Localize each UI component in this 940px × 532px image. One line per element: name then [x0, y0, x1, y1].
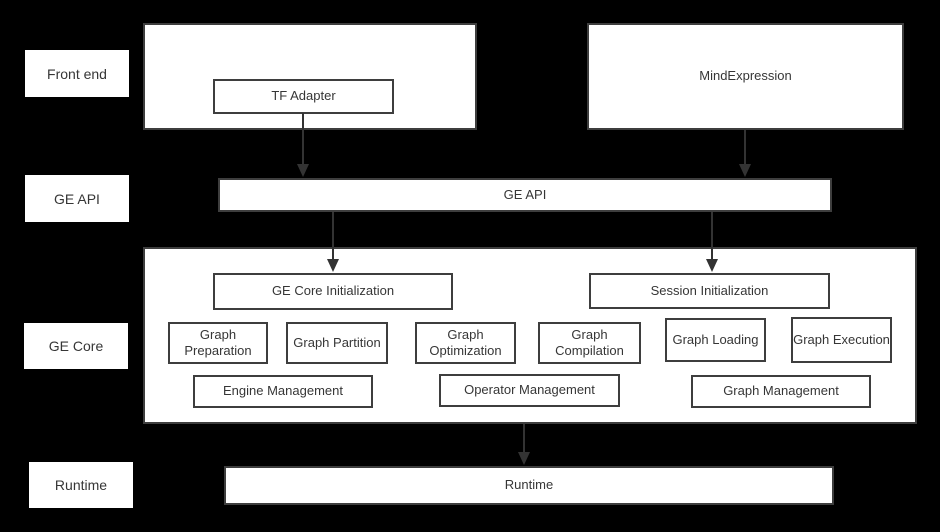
- ge-api-bar: GE API: [218, 178, 832, 212]
- arrow-ge-core-to-runtime: [518, 424, 530, 465]
- operator-management-box: Operator Management: [439, 374, 620, 407]
- side-label-ge-api: GE API: [25, 175, 129, 222]
- graph-preparation-box: Graph Preparation: [168, 322, 268, 364]
- graph-execution-box: Graph Execution: [791, 317, 892, 363]
- arrow-mindexpression-to-ge-api: [739, 130, 751, 177]
- runtime-bar: Runtime: [224, 466, 834, 505]
- session-initialization-box: Session Initialization: [589, 273, 830, 309]
- graph-partition-box: Graph Partition: [286, 322, 388, 364]
- mindexpression-box: MindExpression: [587, 23, 904, 130]
- arrow-ge-api-to-session-initialization: [706, 212, 718, 272]
- graph-loading-box: Graph Loading: [665, 318, 766, 362]
- arrow-tf-adapter-to-ge-api: [297, 113, 309, 177]
- graph-compilation-box: Graph Compilation: [538, 322, 641, 364]
- engine-management-box: Engine Management: [193, 375, 373, 408]
- ge-core-initialization-box: GE Core Initialization: [213, 273, 453, 310]
- side-label-ge-core: GE Core: [24, 323, 128, 369]
- graph-management-box: Graph Management: [691, 375, 871, 408]
- graph-optimization-box: Graph Optimization: [415, 322, 516, 364]
- side-label-front-end: Front end: [25, 50, 129, 97]
- side-label-runtime: Runtime: [29, 462, 133, 508]
- arrow-ge-api-to-ge-core-initialization: [327, 212, 339, 272]
- tf-adapter-box: TF Adapter: [213, 79, 394, 114]
